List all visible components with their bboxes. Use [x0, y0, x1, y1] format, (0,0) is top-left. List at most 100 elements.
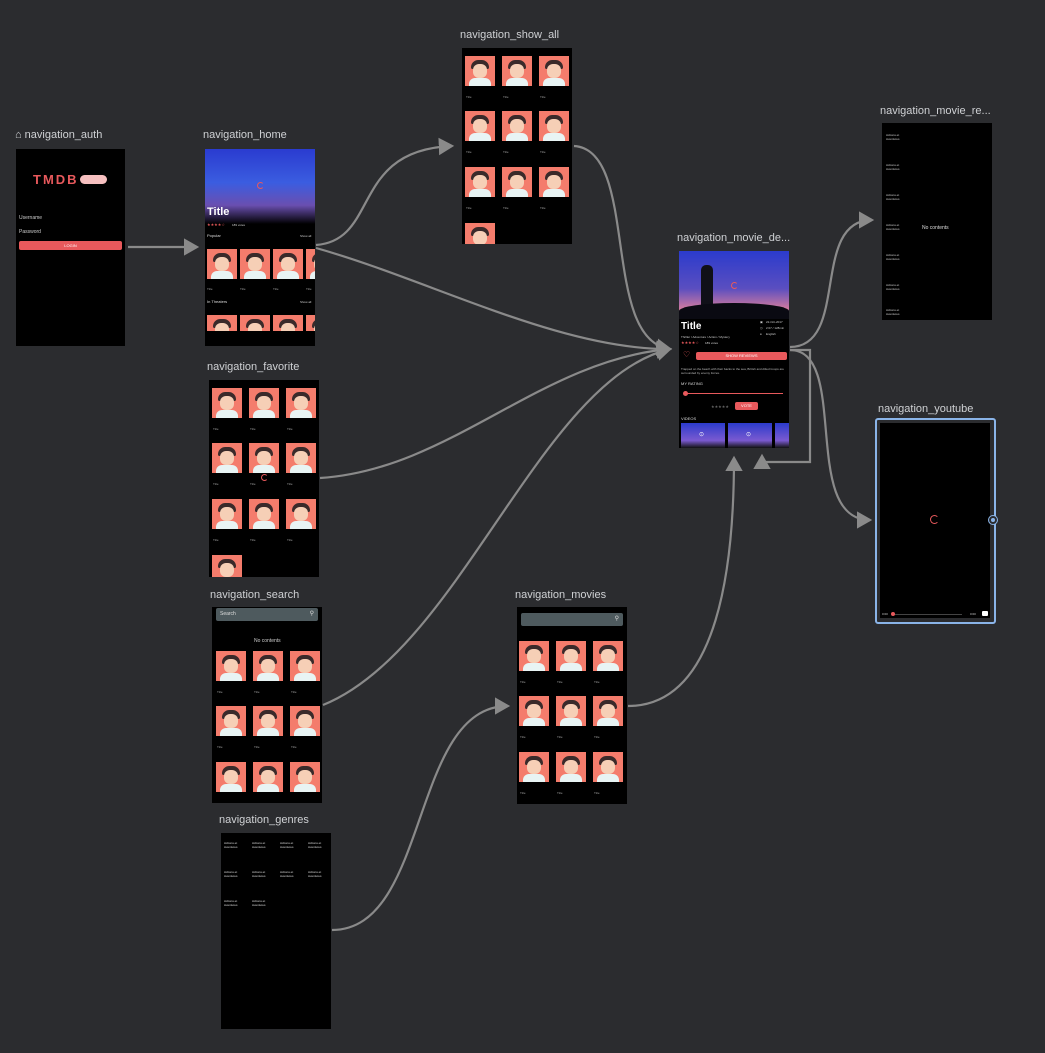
poster-card[interactable]	[253, 651, 283, 681]
poster-card[interactable]	[593, 696, 623, 726]
screen-genres[interactable]: Actions et Aventures Actions et Aventure…	[221, 833, 331, 1029]
screen-movie-reviews[interactable]: Actions et Aventures Actions et Aventure…	[882, 123, 992, 320]
poster-card[interactable]	[207, 249, 237, 279]
video-thumbnail[interactable]: ⊙	[728, 423, 772, 448]
poster-card[interactable]	[290, 762, 320, 792]
genre-tile[interactable]: Actions et Aventures	[224, 870, 238, 878]
show-all-theaters-link[interactable]: Show all	[300, 300, 312, 304]
poster-card[interactable]	[290, 706, 320, 736]
poster-card[interactable]	[212, 388, 242, 418]
vote-button[interactable]: VOTE	[735, 402, 758, 410]
login-button[interactable]: LOGIN	[19, 241, 122, 250]
poster-card[interactable]	[556, 696, 586, 726]
poster-card[interactable]	[216, 762, 246, 792]
slider-thumb[interactable]	[683, 391, 688, 396]
genre-tile[interactable]: Actions et Aventures	[252, 841, 266, 849]
search-icon[interactable]: ⚲	[614, 616, 619, 622]
poster-card[interactable]	[306, 315, 315, 331]
poster-card[interactable]	[556, 752, 586, 782]
screen-youtube[interactable]: 0:00 0:00	[880, 423, 990, 618]
poster-card[interactable]	[556, 641, 586, 671]
screen-home[interactable]: Title ★★★★☆ 189 votes Popular Show all T…	[205, 149, 315, 346]
poster-card[interactable]	[286, 388, 316, 418]
youtube-logo-icon[interactable]	[982, 611, 988, 616]
poster-card[interactable]	[249, 388, 279, 418]
password-field[interactable]: Password	[19, 229, 41, 235]
search-bar[interactable]: Search ⚲	[216, 608, 318, 621]
poster-card[interactable]	[593, 752, 623, 782]
genre-tile[interactable]: Actions et Aventures	[280, 870, 294, 878]
poster-card[interactable]	[273, 249, 303, 279]
poster-card[interactable]	[502, 111, 532, 141]
poster-card[interactable]	[286, 443, 316, 473]
poster-title: Title	[291, 745, 297, 749]
genre-tile[interactable]: Actions et Aventures	[280, 841, 294, 849]
screen-movies[interactable]: ⚲ Title Title Title Title Title Title Ti…	[517, 607, 627, 804]
poster-title: Title	[213, 482, 219, 486]
poster-card[interactable]	[240, 249, 270, 279]
seek-thumb[interactable]	[891, 612, 895, 616]
play-icon: ⊙	[746, 432, 752, 438]
poster-card[interactable]	[465, 111, 495, 141]
poster-card[interactable]	[240, 315, 270, 331]
search-input[interactable]: Search	[220, 611, 236, 617]
search-bar[interactable]: ⚲	[521, 613, 623, 626]
time-end: 0:00	[970, 612, 976, 616]
poster-card[interactable]	[286, 499, 316, 529]
poster-card[interactable]	[465, 223, 495, 244]
search-icon[interactable]: ⚲	[309, 611, 314, 617]
heart-icon[interactable]: ♡	[683, 350, 691, 359]
poster-card[interactable]	[290, 651, 320, 681]
language: English	[766, 332, 776, 336]
poster-card[interactable]	[306, 249, 315, 279]
show-all-popular-link[interactable]: Show all	[300, 234, 312, 238]
screen-show-all[interactable]: Title Title Title Title Title Title Titl…	[462, 48, 572, 244]
genre-tile[interactable]: Actions et Aventures	[224, 841, 238, 849]
poster-card[interactable]	[212, 443, 242, 473]
poster-card[interactable]	[593, 641, 623, 671]
poster-card[interactable]	[519, 752, 549, 782]
seek-bar[interactable]	[892, 614, 962, 615]
poster-card[interactable]	[465, 56, 495, 86]
poster-card[interactable]	[502, 167, 532, 197]
username-field[interactable]: Username	[19, 215, 43, 221]
clock-icon: ◷	[760, 326, 763, 330]
poster-card[interactable]	[207, 315, 237, 331]
genre-tile[interactable]: Actions et Aventures	[224, 899, 238, 907]
poster-card[interactable]	[539, 111, 569, 141]
video-thumbnail[interactable]	[775, 423, 789, 448]
genre-tile[interactable]: Actions et Aventures	[252, 870, 266, 878]
genre-tile[interactable]: Actions et Aventures	[252, 899, 266, 907]
poster-card[interactable]	[212, 499, 242, 529]
genre-tile[interactable]: Actions et Aventures	[308, 870, 322, 878]
poster-card[interactable]	[539, 56, 569, 86]
poster-card[interactable]	[519, 696, 549, 726]
poster-title: Title	[540, 150, 546, 154]
poster-card[interactable]	[253, 762, 283, 792]
poster-card[interactable]	[465, 167, 495, 197]
poster-card[interactable]	[249, 443, 279, 473]
poster-card[interactable]	[502, 56, 532, 86]
screen-auth[interactable]: TMDB Username Password LOGIN	[16, 149, 125, 346]
genre-tile[interactable]: Actions et Aventures	[308, 841, 322, 849]
poster-title: Title	[287, 482, 293, 486]
poster-card[interactable]	[212, 555, 242, 577]
poster-card[interactable]	[216, 651, 246, 681]
vote-stars[interactable]: ★★★★★	[711, 404, 729, 409]
screen-favorite[interactable]: Title Title Title Title Title Title Titl…	[209, 380, 319, 577]
screen-movie-detail[interactable]: Title Thriller / Adventure / Action / My…	[679, 251, 789, 448]
poster-card[interactable]	[273, 315, 303, 331]
poster-card[interactable]	[519, 641, 549, 671]
poster-card[interactable]	[539, 167, 569, 197]
screen-search[interactable]: Search ⚲ No contents Title Title Title T…	[212, 607, 322, 803]
poster-title: Title	[250, 427, 256, 431]
show-reviews-button[interactable]: SHOW REVIEWS	[696, 352, 787, 360]
video-thumbnail[interactable]: ⊙	[681, 423, 725, 448]
poster-card[interactable]	[249, 499, 279, 529]
rating-slider[interactable]	[685, 393, 783, 394]
poster-card[interactable]	[216, 706, 246, 736]
resize-handle[interactable]	[988, 515, 998, 525]
poster-title: Title	[466, 150, 472, 154]
poster-card[interactable]	[253, 706, 283, 736]
